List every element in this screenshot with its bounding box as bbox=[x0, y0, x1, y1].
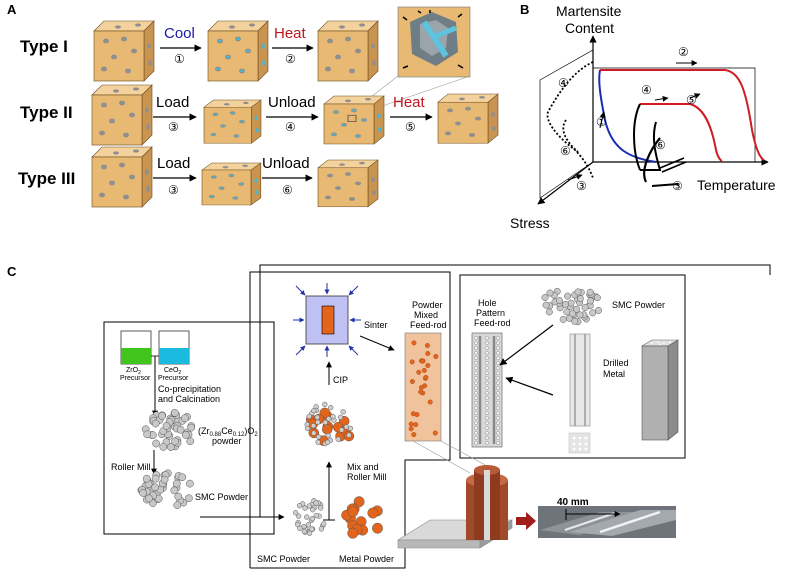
panel-c-letter: C bbox=[7, 264, 17, 279]
beaker-zro2 bbox=[120, 330, 152, 365]
cube-type2-initial bbox=[91, 84, 153, 146]
drilled-tube bbox=[569, 333, 591, 427]
pressure-arrows bbox=[293, 283, 361, 357]
cube-type3-unloaded bbox=[317, 159, 379, 208]
mix-line1: Mix and bbox=[347, 462, 379, 472]
coprecip-line2: and Calcination bbox=[158, 394, 220, 404]
feedrod-dots bbox=[408, 340, 439, 438]
hp-feedrod-1: Hole bbox=[478, 298, 497, 308]
powder-cluster-2 bbox=[137, 469, 194, 510]
inset-grain-zoom bbox=[397, 6, 471, 78]
axis-temperature: Temperature bbox=[697, 177, 776, 193]
box-synthesis bbox=[103, 321, 275, 535]
step-heat-1: Heat bbox=[274, 25, 307, 42]
hole-pattern-feedrod bbox=[471, 332, 503, 448]
cube-type2-unloaded bbox=[323, 95, 385, 145]
type-ii-label: Type II bbox=[20, 103, 73, 122]
cube-type3-loaded bbox=[201, 162, 262, 206]
b-mark-3: ③ bbox=[672, 179, 683, 193]
type-iii-label: Type III bbox=[18, 169, 75, 188]
type-i-label: Type I bbox=[20, 37, 68, 56]
step-heat-2: Heat bbox=[393, 94, 426, 111]
drilled-metal-2: Metal bbox=[603, 369, 625, 379]
b-mark-4-proj: ④ bbox=[558, 76, 569, 90]
powder-word: powder bbox=[212, 436, 242, 446]
b-mark-2: ② bbox=[678, 45, 689, 59]
pm-feedrod-2: Mixed bbox=[414, 310, 438, 320]
b-mark-4: ④ bbox=[641, 83, 652, 97]
step-num-3b: ③ bbox=[168, 183, 179, 197]
drilled-metal-1: Drilled bbox=[603, 358, 629, 368]
scale-label: 40 mm bbox=[557, 497, 589, 508]
powder-formula: (Zr0.88Ce0.12)O2 bbox=[198, 426, 258, 438]
hp-feedrod-2: Pattern bbox=[476, 308, 505, 318]
powder-cluster-1 bbox=[141, 409, 196, 451]
result-arrow bbox=[516, 512, 536, 530]
pm-feedrod-1: Powder bbox=[412, 300, 443, 310]
cip-label: CIP bbox=[333, 375, 348, 385]
drilled-metal-block bbox=[640, 339, 680, 441]
box-mixing bbox=[249, 271, 451, 569]
step-num-6: ⑥ bbox=[282, 183, 293, 197]
arrow-sinter bbox=[359, 335, 395, 351]
roller-mill-label: Roller Mill bbox=[111, 462, 151, 472]
axis-martensite-1: Martensite bbox=[556, 3, 622, 19]
b-mark-6: ⑥ bbox=[655, 138, 666, 152]
cip-sample bbox=[321, 305, 335, 335]
sinter-label: Sinter bbox=[364, 320, 388, 330]
b-mark-1: ① bbox=[596, 115, 607, 129]
mix-line2: Roller Mill bbox=[347, 472, 387, 482]
b-mark-5: ⑤ bbox=[686, 93, 697, 107]
feedrod-photo bbox=[538, 506, 676, 538]
hp-feedrod-3: Feed-rod bbox=[474, 318, 511, 328]
step-cool: Cool bbox=[164, 25, 195, 42]
smc-powder-small-cluster bbox=[292, 498, 327, 536]
arrow-smc-to-rod bbox=[499, 324, 554, 366]
step-num-1: ① bbox=[174, 52, 185, 66]
metal-powder-cluster bbox=[341, 496, 383, 539]
smc-powder-label: SMC Powder bbox=[195, 492, 248, 502]
b-mark-3-proj: ③ bbox=[576, 179, 587, 193]
step-num-4: ④ bbox=[285, 120, 296, 134]
cube-type3-initial bbox=[91, 146, 153, 208]
axis-martensite-2: Content bbox=[565, 20, 614, 36]
cube-type1-cooled bbox=[207, 20, 269, 82]
b-mark-6-proj: ⑥ bbox=[560, 144, 571, 158]
panel-b-letter: B bbox=[520, 2, 529, 17]
cube-type2-loaded bbox=[203, 99, 262, 144]
metal-powder-label: Metal Powder bbox=[339, 554, 394, 564]
cube-type1-heated bbox=[317, 20, 379, 82]
step-num-2: ② bbox=[285, 52, 296, 66]
pm-feedrod-3: Feed-rod bbox=[410, 320, 447, 330]
zro2-precursor: Precursor bbox=[120, 375, 151, 382]
panel-b-plot bbox=[537, 35, 769, 205]
step-load-2: Load bbox=[156, 94, 189, 111]
axis-stress: Stress bbox=[510, 215, 550, 231]
smc-powder-right-label: SMC Powder bbox=[612, 300, 665, 310]
panel-a-letter: A bbox=[7, 2, 17, 17]
step-num-3a: ③ bbox=[168, 120, 179, 134]
cube-type1-initial bbox=[93, 20, 155, 82]
smc-powder-right-cluster bbox=[541, 287, 602, 326]
coprecip-line1: Co-precipitation bbox=[158, 384, 221, 394]
beaker-ceo2 bbox=[158, 330, 190, 365]
zro2-label: ZrO2 bbox=[126, 367, 141, 376]
feedrod-render bbox=[396, 465, 514, 549]
step-unload-2: Unload bbox=[268, 94, 316, 111]
step-unload-3: Unload bbox=[262, 155, 310, 172]
box-hole-pattern bbox=[459, 274, 686, 459]
step-num-5: ⑤ bbox=[405, 120, 416, 134]
ceo2-precursor: Precursor bbox=[158, 375, 189, 382]
step-load-3: Load bbox=[157, 155, 190, 172]
arrow-metal-to-rod bbox=[505, 376, 554, 396]
mixed-powder-cluster bbox=[304, 401, 355, 447]
cube-type2-heated bbox=[437, 93, 499, 144]
smc-powder-bottom-label: SMC Powder bbox=[257, 554, 310, 564]
ceo2-label: CeO2 bbox=[164, 367, 181, 376]
